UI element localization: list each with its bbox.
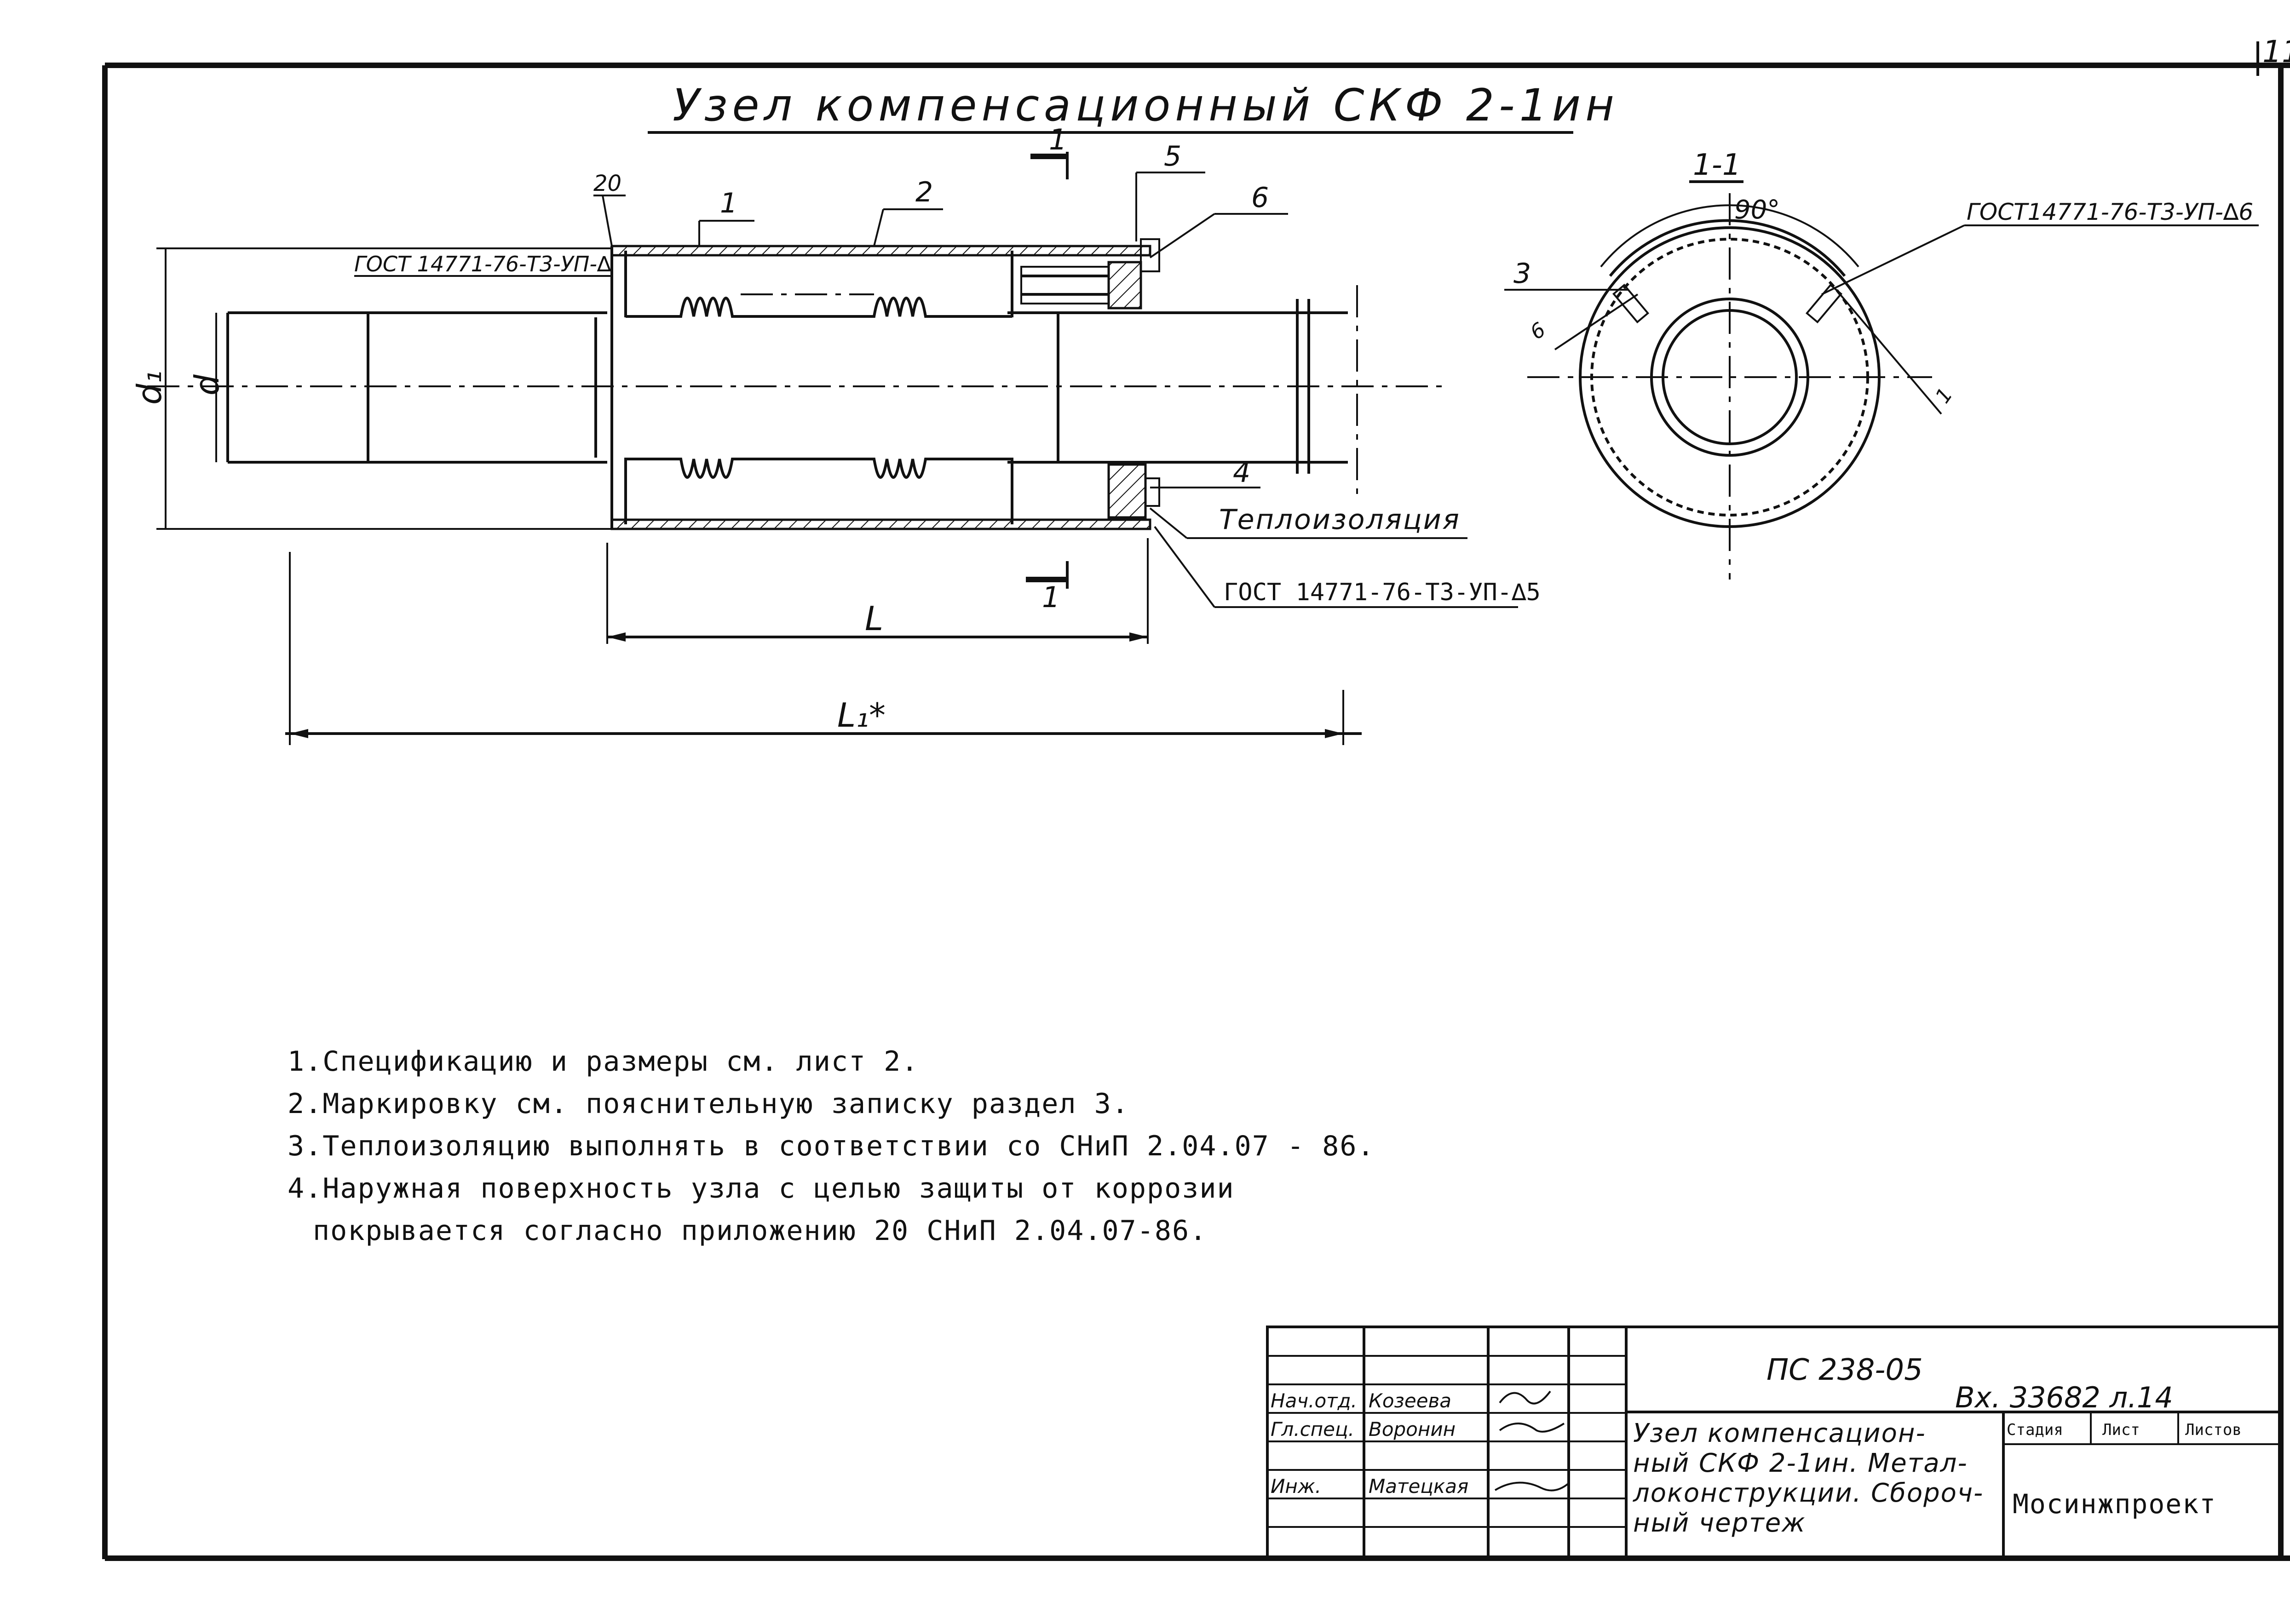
tb-col-sheet: Лист <box>2102 1421 2140 1439</box>
title-block: Нач.отд. Гл.спец. Инж. Козеева Воронин М… <box>1266 1326 2282 1560</box>
section-title: 1-1 <box>1693 148 1741 182</box>
dim-L1-label: L₁* <box>837 696 886 735</box>
tb-desc-line-2: ный СКФ 2-1ин. Метал- <box>1633 1448 1968 1478</box>
cut-mark-top: 1 <box>1049 123 1067 156</box>
tb-role-3: Инж. <box>1271 1475 1321 1498</box>
drawing-frame <box>102 41 2290 1561</box>
tb-name-3: Матецкая <box>1369 1475 1468 1498</box>
dim-20-label: 20 <box>593 171 621 196</box>
note-1: 1.Спецификацию и размеры см. лист 2. <box>288 1045 919 1078</box>
gost-bottom-label: ГОСТ 14771-76-Т3-УП-∆5 <box>1224 579 1541 606</box>
tb-desc-line-4: ный чертеж <box>1633 1508 1806 1538</box>
callout-2: 2 <box>915 176 933 208</box>
section-view-1-1: 1-1 90° 3 6 1 ГОСТ14771-76-Т3-УП-∆6 <box>1504 148 2259 580</box>
drawing-title: Узел компенсационный СКФ 2-1ин <box>673 80 1619 131</box>
dim-L-label: L <box>865 599 883 638</box>
cut-mark-bottom: 1 <box>1042 580 1060 614</box>
tb-role-2: Гл.спец. <box>1271 1418 1354 1440</box>
tb-desc-line-3: локонструкции. Сбороч- <box>1633 1478 1984 1508</box>
gost-right-label: ГОСТ14771-76-Т3-УП-∆6 <box>1967 199 2253 225</box>
note-2: 2.Маркировку см. пояснительную записку р… <box>288 1088 1129 1120</box>
dim-1-label: 1 <box>1931 384 1957 407</box>
page-number: 11 <box>2262 34 2290 69</box>
tb-col-sheets: Листов <box>2185 1421 2242 1439</box>
callout-6: 6 <box>1251 182 1269 214</box>
general-notes: 1.Спецификацию и размеры см. лист 2. 2.М… <box>288 1045 1375 1247</box>
tb-document-code: ПС 238-05 <box>1766 1353 1923 1387</box>
note-3: 3.Теплоизоляцию выполнять в соответствии… <box>288 1130 1375 1162</box>
dim-6-label: 6 <box>1526 318 1550 344</box>
compensator-assembly-view: 1 1 d d₁ L L₁* 20 1 2 5 6 <box>130 123 1541 745</box>
signatures <box>1494 1390 1570 1492</box>
section-callout-3: 3 <box>1513 258 1531 290</box>
angle-label: 90° <box>1734 195 1780 225</box>
tb-desc-line-1: Узел компенсацион- <box>1633 1418 1926 1448</box>
dim-d-label: d <box>188 374 226 396</box>
tb-role-1: Нач.отд. <box>1271 1389 1357 1412</box>
gost-left-label: ГОСТ 14771-76-Т3-УП-∆ <box>354 252 611 276</box>
note-4-continued: покрывается согласно приложению 20 СНиП … <box>313 1215 1207 1247</box>
tb-handwritten-ref: Вх. 33682 л.14 <box>1955 1381 2173 1414</box>
tb-organization: Мосинжпроект <box>2013 1488 2216 1520</box>
tb-name-2: Воронин <box>1369 1418 1456 1440</box>
callout-5: 5 <box>1164 140 1181 172</box>
dim-d1-label: d₁ <box>130 370 169 405</box>
tb-col-stage: Стадия <box>2007 1421 2063 1439</box>
callout-4: 4 <box>1233 457 1250 489</box>
insulation-label: Теплоизоляция <box>1219 504 1461 536</box>
tb-name-1: Козеева <box>1369 1389 1451 1412</box>
callout-1: 1 <box>720 187 737 219</box>
note-4: 4.Наружная поверхность узла с целью защи… <box>288 1172 1235 1205</box>
